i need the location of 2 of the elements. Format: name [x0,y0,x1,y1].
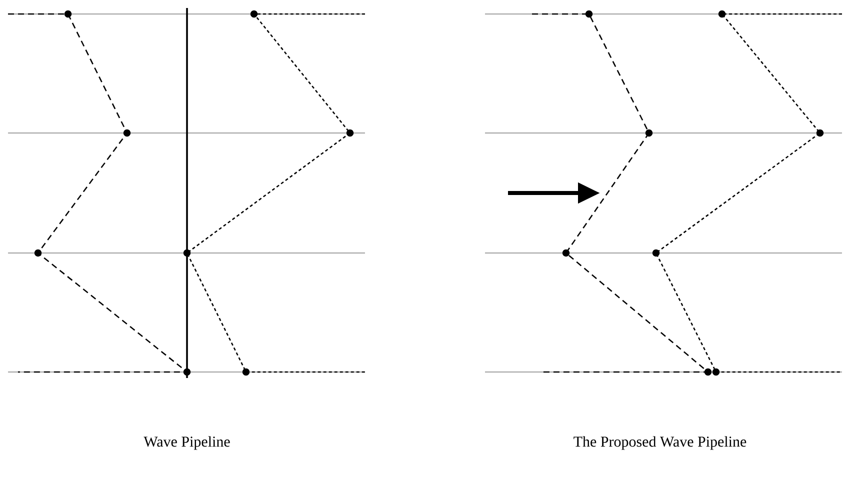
caption: Wave Pipeline [144,436,230,450]
caption: The Proposed Wave Pipeline [574,436,746,450]
